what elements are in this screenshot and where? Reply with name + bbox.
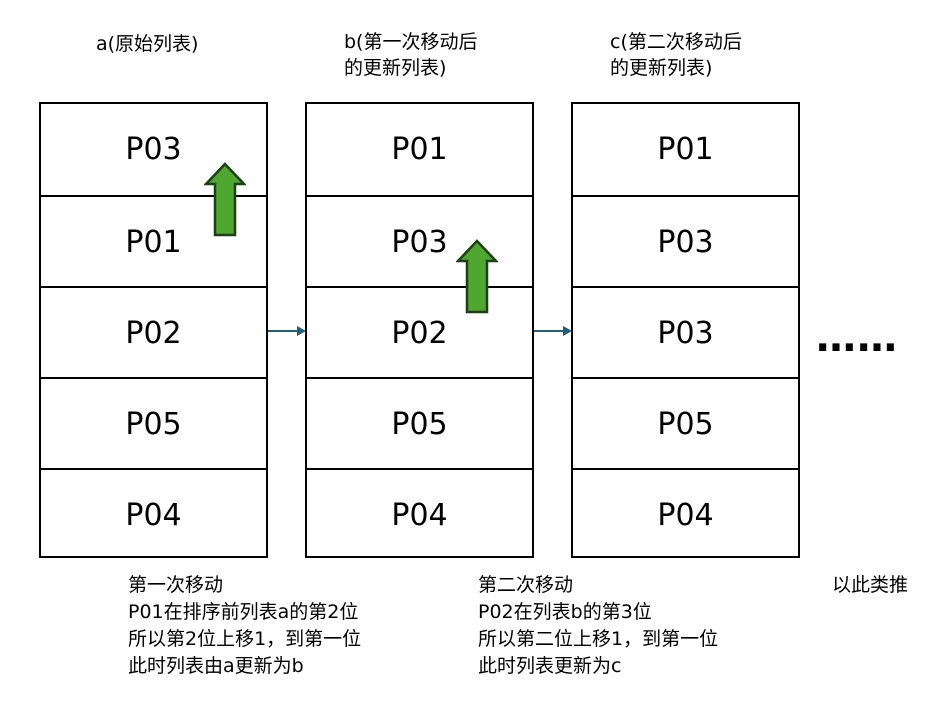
list-item: P01	[391, 132, 448, 167]
title-line: 的更新列表)	[610, 57, 713, 79]
note-line: 第二次移动	[478, 574, 574, 596]
right-arrow-icon	[268, 326, 306, 336]
note-second-move: 第二次移动 P02在列表b的第3位 所以第二位上移1，到第一位 此时列表更新为c	[478, 572, 718, 680]
note-line: P02在列表b的第3位	[478, 601, 652, 623]
title-line: a(原始列表)	[96, 33, 199, 55]
list-item: P05	[307, 377, 532, 470]
ellipsis: ……	[816, 315, 898, 361]
list-item: P04	[307, 468, 532, 561]
list-c-title: c(第二次移动后 的更新列表)	[610, 29, 742, 81]
note-line: 此时列表更新为c	[478, 655, 622, 677]
title-line: c(第二次移动后	[610, 31, 742, 53]
list-item: P02	[41, 286, 266, 379]
note-line: 第一次移动	[128, 574, 224, 596]
list-item: P03	[573, 195, 798, 288]
note-first-move: 第一次移动 P01在排序前列表a的第2位 所以第2位上移1，到第一位 此时列表由…	[128, 572, 361, 680]
list-item: P01	[657, 132, 714, 167]
list-c: P01 P03 P03 P05 P04	[571, 102, 800, 558]
list-item: P01	[41, 195, 266, 288]
note-line: P01在排序前列表a的第2位	[128, 601, 359, 623]
title-line: b(第一次移动后	[344, 31, 478, 53]
list-item: P03	[307, 195, 532, 288]
list-item: P03	[573, 286, 798, 379]
list-item: P02	[307, 286, 532, 379]
up-arrow-icon	[204, 162, 246, 237]
title-line: 的更新列表)	[344, 57, 447, 79]
list-item: P04	[41, 468, 266, 561]
list-item: P05	[573, 377, 798, 470]
note-line: 所以第2位上移1，到第一位	[128, 628, 362, 650]
note-line: 以此类推	[832, 574, 909, 596]
up-arrow-icon	[456, 239, 498, 314]
list-item: P05	[41, 377, 266, 470]
note-line: 此时列表由a更新为b	[128, 655, 304, 677]
list-b-title: b(第一次移动后 的更新列表)	[344, 29, 477, 81]
right-arrow-icon	[534, 326, 572, 336]
note-and-so-on: 以此类推	[832, 572, 908, 599]
note-line: 所以第二位上移1，到第一位	[478, 628, 719, 650]
list-item: P03	[125, 132, 182, 167]
list-a-title: a(原始列表)	[96, 31, 198, 57]
list-b: P01 P03 P02 P05 P04	[305, 102, 534, 558]
list-item: P04	[573, 468, 798, 561]
